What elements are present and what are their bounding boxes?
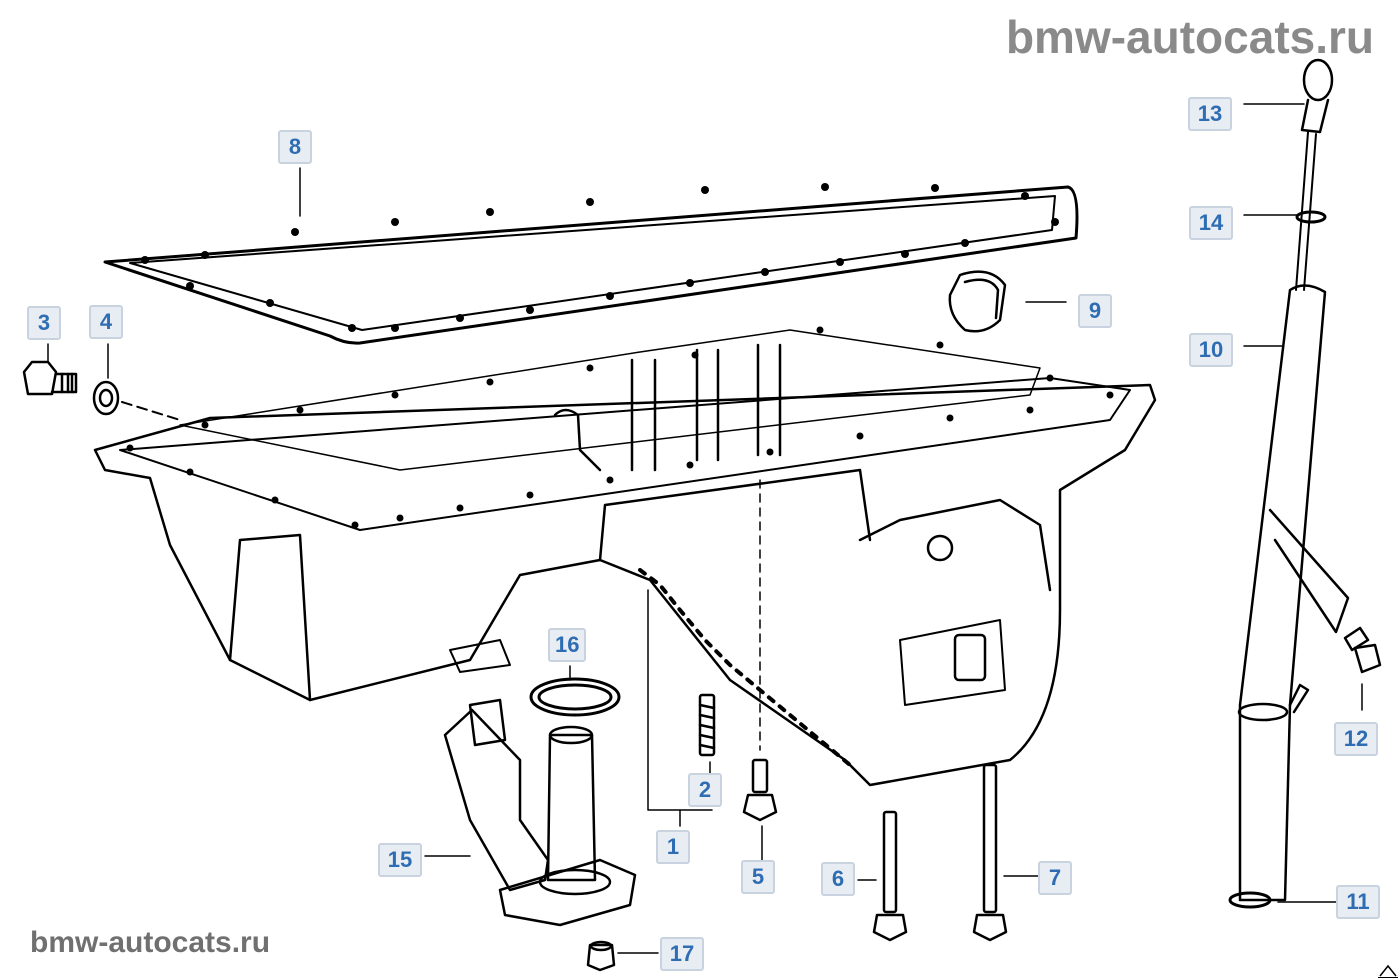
watermark-bottom: bmw-autocats.ru xyxy=(30,926,271,959)
watermark-top: bmw-autocats.ru xyxy=(1005,11,1374,63)
hex-bolt-long xyxy=(872,810,908,942)
oil-pump-pickup xyxy=(443,698,637,927)
callout-10[interactable]: 10 xyxy=(1189,333,1233,367)
drain-plug xyxy=(22,360,78,396)
o-ring xyxy=(529,677,621,717)
oil-pan-gasket xyxy=(103,183,1079,345)
tube-sealing-ring xyxy=(1228,891,1272,909)
callout-12[interactable]: 12 xyxy=(1334,722,1378,756)
callout-16[interactable]: 16 xyxy=(548,628,587,662)
callout-6[interactable]: 6 xyxy=(821,862,855,896)
plug-cap xyxy=(948,270,1007,333)
callout-17[interactable]: 17 xyxy=(660,937,704,971)
oil-pan xyxy=(93,326,1157,787)
callout-2[interactable]: 2 xyxy=(688,773,722,807)
callout-14[interactable]: 14 xyxy=(1189,206,1233,240)
hex-bolt-extra-long xyxy=(972,763,1008,942)
callout-8[interactable]: 8 xyxy=(278,130,312,164)
hex-nut xyxy=(586,940,616,972)
callout-13[interactable]: 13 xyxy=(1188,97,1232,131)
callout-7[interactable]: 7 xyxy=(1038,861,1072,895)
tube-bolt xyxy=(1343,626,1382,674)
callout-3[interactable]: 3 xyxy=(27,306,61,340)
callout-4[interactable]: 4 xyxy=(89,305,123,339)
sealing-ring xyxy=(92,380,120,416)
callout-15[interactable]: 15 xyxy=(378,843,422,877)
dipstick-handle xyxy=(1300,58,1334,134)
hex-bolt-short xyxy=(742,758,778,822)
leader-lines xyxy=(47,103,1363,954)
callout-1[interactable]: 1 xyxy=(656,830,690,864)
dipstick-o-ring xyxy=(1295,210,1327,224)
callout-9[interactable]: 9 xyxy=(1078,294,1112,328)
callout-5[interactable]: 5 xyxy=(741,860,775,894)
stud-bolt xyxy=(698,693,716,757)
guide-tube xyxy=(1237,284,1350,902)
scroll-up-arrow-icon[interactable] xyxy=(1378,964,1398,978)
callout-11[interactable]: 11 xyxy=(1336,885,1380,919)
